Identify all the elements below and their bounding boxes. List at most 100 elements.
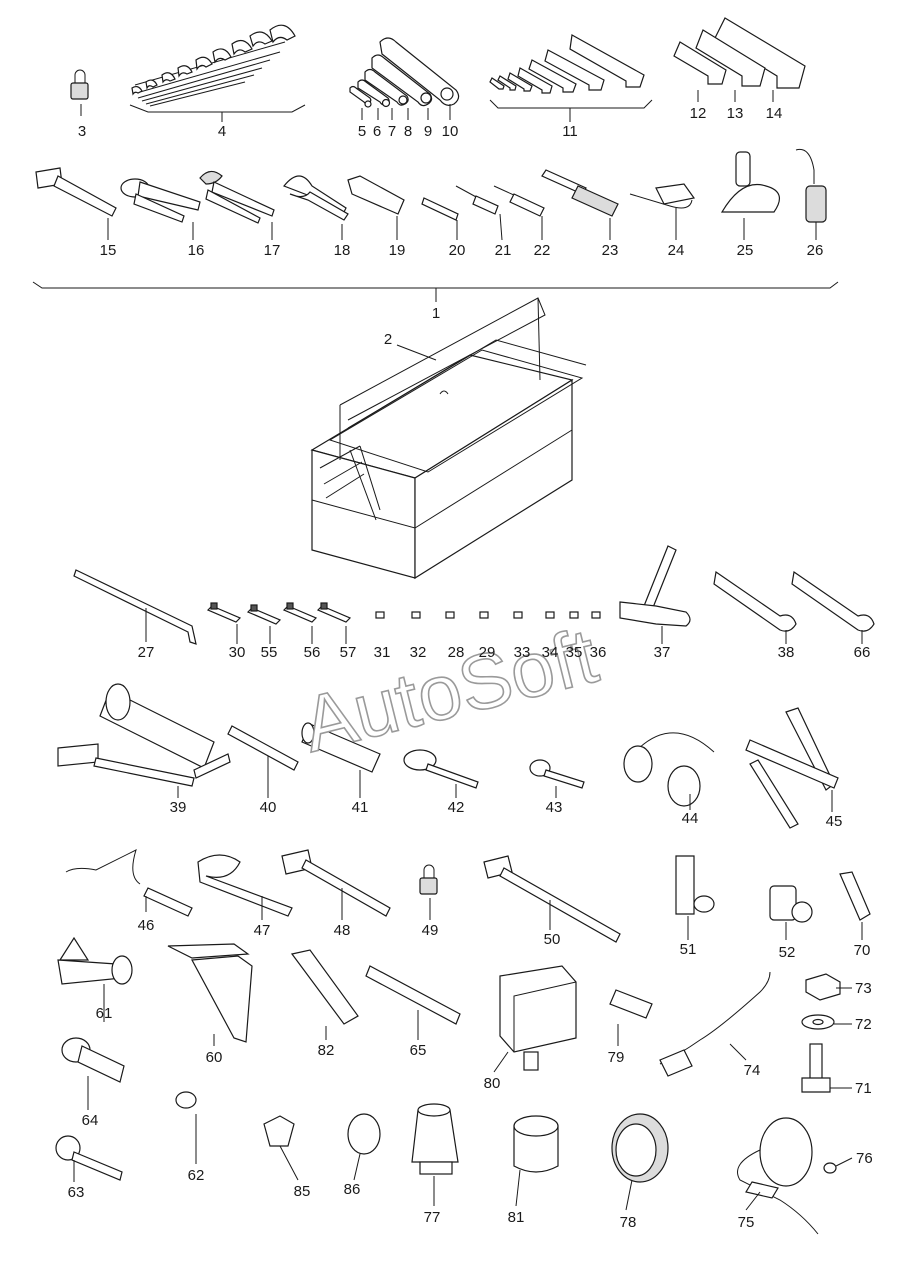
toolbox-part-1 <box>310 297 587 580</box>
hammer-part-15 <box>35 167 117 240</box>
callout-76: 76 <box>856 1150 873 1167</box>
bolt-part-71 <box>801 1043 852 1093</box>
t-key-part-42 <box>403 749 479 798</box>
callout-62: 62 <box>188 1167 205 1184</box>
wire-brush-part-23 <box>541 169 619 240</box>
bulb-part-76 <box>823 1157 853 1174</box>
washer-part-72 <box>801 1014 852 1030</box>
callout-38: 38 <box>778 644 795 661</box>
callout-15: 15 <box>100 242 117 259</box>
callout-73: 73 <box>855 980 872 997</box>
callout-5: 5 <box>358 123 366 140</box>
spoke-tool-part-27 <box>73 569 197 645</box>
cable-reel-part-75 <box>737 1117 819 1235</box>
callout-42: 42 <box>448 799 465 816</box>
callout-66: 66 <box>854 644 871 661</box>
holder-tool-part-60 <box>167 943 253 1046</box>
cable-plug-part-74 <box>659 971 771 1077</box>
callout-16: 16 <box>188 242 205 259</box>
callout-43: 43 <box>546 799 563 816</box>
strap-wrench-part-46 <box>65 849 193 917</box>
cylinder-tube-part-41 <box>301 722 381 798</box>
callout-24: 24 <box>668 242 685 259</box>
screwdriver-part-22 <box>493 185 545 240</box>
pliers-part-17 <box>199 170 275 240</box>
callout-71: 71 <box>855 1080 872 1097</box>
callout-65: 65 <box>410 1042 427 1059</box>
oil-can-part-26 <box>795 148 827 240</box>
callout-32: 32 <box>410 644 427 661</box>
callout-25: 25 <box>737 242 754 259</box>
callout-55: 55 <box>261 644 278 661</box>
callout-10: 10 <box>442 123 459 140</box>
callout-6: 6 <box>373 123 381 140</box>
callout-75: 75 <box>738 1214 755 1231</box>
callout-78: 78 <box>620 1214 637 1231</box>
callout-57: 57 <box>340 644 357 661</box>
callout-70: 70 <box>854 942 871 959</box>
folding-rule-part-45 <box>745 707 839 829</box>
bracket-tool-part-51 <box>675 855 715 940</box>
callout-11: 11 <box>562 123 578 140</box>
spanner-bar-part-50 <box>483 855 621 943</box>
extractor-part-63 <box>55 1135 123 1182</box>
chisel-part-19 <box>347 175 405 240</box>
callout-30: 30 <box>229 644 246 661</box>
callout-46: 46 <box>138 917 155 934</box>
callout-63: 63 <box>68 1184 85 1201</box>
callout-28: 28 <box>448 644 465 661</box>
screwdriver-part-21 <box>455 185 503 241</box>
watermark: AutoSoft <box>294 611 606 769</box>
padlock-part-3 <box>70 69 89 116</box>
callout-21: 21 <box>495 242 512 259</box>
drift-bar-part-65 <box>365 965 461 1040</box>
callout-8: 8 <box>404 123 412 140</box>
bush-part-62 <box>175 1091 197 1164</box>
pin-part-70 <box>839 871 871 940</box>
callout-22: 22 <box>534 242 551 259</box>
callout-80: 80 <box>484 1075 501 1092</box>
callout-60: 60 <box>206 1049 223 1066</box>
sleeve-part-79 <box>609 989 653 1046</box>
callout-64: 64 <box>82 1112 99 1129</box>
callout-4: 4 <box>218 123 226 140</box>
callout-12: 12 <box>690 105 707 122</box>
callout-49: 49 <box>422 922 439 939</box>
cap-part-85 <box>263 1115 299 1181</box>
key-part-43 <box>529 759 585 798</box>
callout-33: 33 <box>514 644 531 661</box>
callout-50: 50 <box>544 931 561 948</box>
callout-52: 52 <box>779 944 796 961</box>
circlip-pliers-part-18 <box>283 175 349 240</box>
callout-85: 85 <box>294 1183 311 1200</box>
lamp-unit-part-80 <box>493 965 577 1073</box>
extension-bar-part-40 <box>227 725 299 798</box>
callout-23: 23 <box>602 242 619 259</box>
callout-44: 44 <box>682 810 699 827</box>
callout-3: 3 <box>78 123 86 140</box>
small-shims-parts-28-36 <box>375 611 601 619</box>
spacer-part-81 <box>513 1115 559 1207</box>
open-end-wrench-set-part-4 <box>129 24 306 122</box>
callout-77: 77 <box>424 1209 441 1226</box>
t-handle-socket-part-37 <box>619 545 691 644</box>
callout-36: 36 <box>590 644 607 661</box>
callout-1: 1 <box>432 305 440 322</box>
callout-20: 20 <box>449 242 466 259</box>
test-lamp-part-24 <box>629 183 696 240</box>
callout-19: 19 <box>389 242 406 259</box>
c-spanner-part-38 <box>713 570 797 644</box>
nut-part-73 <box>805 973 852 1001</box>
callout-61: 61 <box>96 1005 113 1022</box>
grease-gun-part-39 <box>57 683 231 798</box>
callout-45: 45 <box>826 813 843 830</box>
mallet-part-48 <box>281 849 391 920</box>
callout-34: 34 <box>542 644 559 661</box>
adapter-part-82 <box>290 949 359 1040</box>
toolbox-contents-bracket <box>32 281 839 289</box>
callout-2: 2 <box>384 331 392 348</box>
beacon-lamp-part-77 <box>411 1103 459 1206</box>
ear-defenders-part-44 <box>623 732 715 810</box>
large-hex-keys-parts-12-14 <box>673 17 806 102</box>
